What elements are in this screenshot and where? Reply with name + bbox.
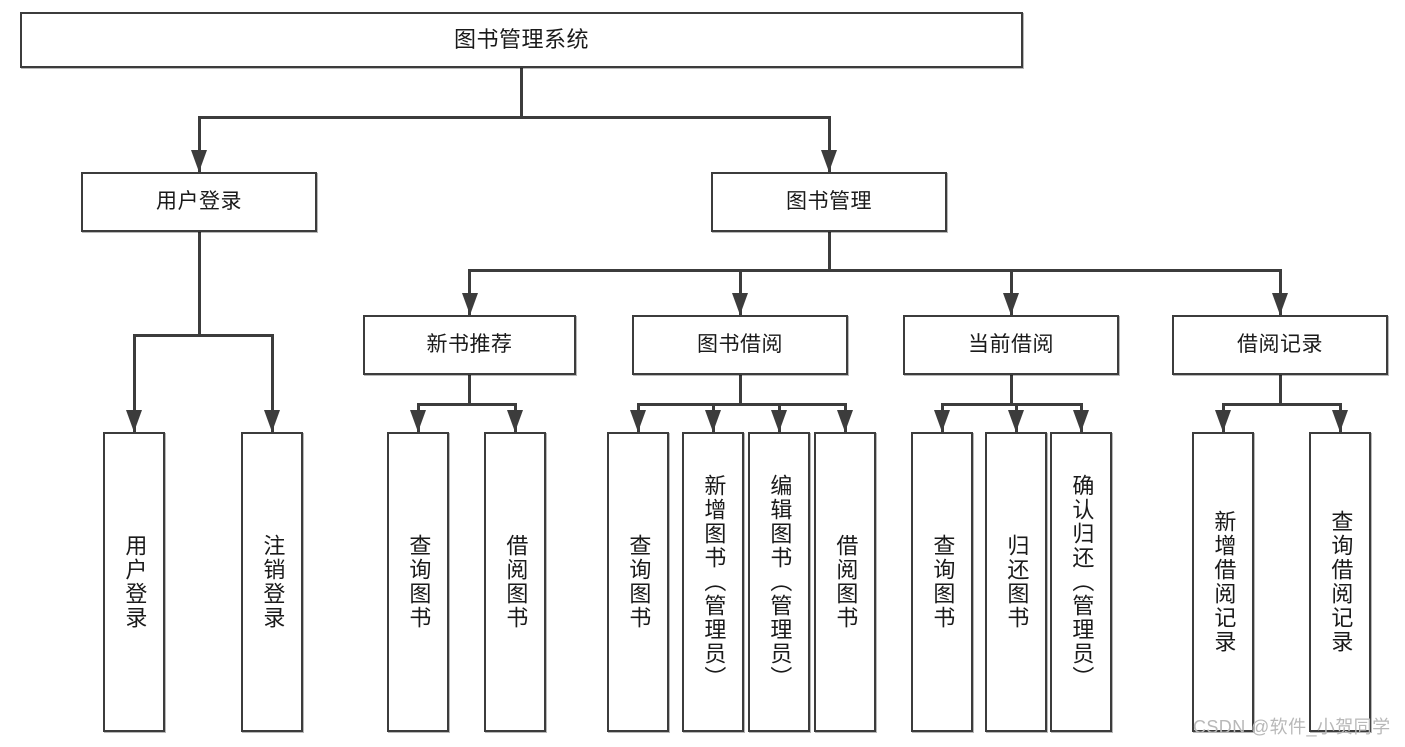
node-label: 归还图书 bbox=[1004, 534, 1030, 630]
csdn-watermark: CSDN @软件_小贺同学 bbox=[1193, 717, 1391, 737]
edge-drop-borrow-record bbox=[1278, 270, 1282, 315]
edge-stem-user-login bbox=[197, 232, 201, 335]
node-label: 图书管理系统 bbox=[453, 26, 589, 52]
edge-drop-book-borrow bbox=[738, 270, 742, 315]
node-book-mgmt[interactable]: 图书管理 bbox=[711, 172, 947, 232]
edge-stem-book-mgmt bbox=[827, 232, 831, 270]
node-borrow-record[interactable]: 借阅记录 bbox=[1172, 315, 1388, 375]
edge-bus-current-borrow bbox=[940, 402, 1083, 406]
node-root[interactable]: 图书管理系统 bbox=[20, 12, 1023, 68]
edge-drop-user-login bbox=[197, 117, 201, 172]
node-label: 用户登录 bbox=[122, 534, 148, 630]
node-leaf-user-logout[interactable]: 注销登录 bbox=[241, 432, 303, 732]
node-leaf-confirm-return[interactable]: 确认归还（管理员） bbox=[1050, 432, 1112, 732]
edge-stem-book-borrow bbox=[738, 375, 742, 404]
arrowhead-current-borrow bbox=[1003, 293, 1019, 315]
node-label: 查询借阅记录 bbox=[1328, 510, 1354, 654]
node-leaf-query-book-2[interactable]: 查询图书 bbox=[607, 432, 669, 732]
edge-drop-leaf-user-login bbox=[132, 335, 136, 432]
node-leaf-query-book-3[interactable]: 查询图书 bbox=[911, 432, 973, 732]
edge-bus-book-borrow bbox=[636, 402, 847, 406]
node-leaf-query-book-1[interactable]: 查询图书 bbox=[387, 432, 449, 732]
node-label: 注销登录 bbox=[260, 534, 286, 630]
node-leaf-add-book[interactable]: 新增图书（管理员） bbox=[682, 432, 744, 732]
arrowhead-leaf-query-book-2 bbox=[630, 410, 646, 432]
node-label: 借阅图书 bbox=[833, 534, 859, 630]
edge-stem-current-borrow bbox=[1009, 375, 1013, 404]
edge-stem-borrow-record bbox=[1278, 375, 1282, 404]
arrowhead-new-book-rec bbox=[461, 293, 478, 315]
node-label: 新增借阅记录 bbox=[1211, 510, 1237, 654]
node-book-borrow[interactable]: 图书借阅 bbox=[632, 315, 848, 375]
node-label: 新书推荐 bbox=[426, 333, 513, 357]
edge-drop-current-borrow bbox=[1009, 270, 1013, 315]
node-label: 查询图书 bbox=[930, 534, 956, 630]
arrowhead-borrow-record bbox=[1272, 293, 1288, 315]
node-new-book-rec[interactable]: 新书推荐 bbox=[363, 315, 576, 375]
edge-bus-book-mgmt bbox=[468, 268, 1282, 272]
node-current-borrow[interactable]: 当前借阅 bbox=[903, 315, 1119, 375]
node-label: 借阅记录 bbox=[1237, 333, 1323, 357]
node-label: 借阅图书 bbox=[503, 534, 529, 630]
arrowhead-user-login bbox=[191, 150, 207, 172]
node-label: 用户登录 bbox=[156, 190, 242, 214]
node-leaf-add-record[interactable]: 新增借阅记录 bbox=[1192, 432, 1254, 732]
node-label: 查询图书 bbox=[406, 534, 432, 630]
node-label: 图书借阅 bbox=[697, 333, 783, 357]
edge-stem-new-book-rec bbox=[468, 375, 471, 404]
arrowhead-leaf-edit-book bbox=[771, 410, 787, 432]
edge-bus-root bbox=[197, 115, 831, 119]
node-leaf-query-record[interactable]: 查询借阅记录 bbox=[1309, 432, 1371, 732]
edge-stem-root bbox=[520, 68, 523, 117]
arrowhead-leaf-add-book bbox=[705, 410, 721, 432]
arrowhead-leaf-confirm-return bbox=[1073, 410, 1089, 432]
arrowhead-leaf-user-login bbox=[126, 410, 142, 432]
node-leaf-user-login[interactable]: 用户登录 bbox=[103, 432, 165, 732]
edge-drop-new-book-rec bbox=[468, 270, 471, 315]
node-leaf-borrow-book-1[interactable]: 借阅图书 bbox=[484, 432, 546, 732]
node-label: 查询图书 bbox=[626, 534, 652, 630]
arrowhead-leaf-query-book-3 bbox=[934, 410, 950, 432]
edge-bus-borrow-record bbox=[1221, 402, 1342, 406]
arrowhead-leaf-borrow-book-1 bbox=[507, 410, 523, 432]
edge-drop-book-mgmt bbox=[827, 117, 831, 172]
node-label: 编辑图书（管理员） bbox=[767, 474, 793, 690]
node-label: 确认归还（管理员） bbox=[1069, 474, 1095, 690]
arrowhead-leaf-add-record bbox=[1215, 410, 1231, 432]
edge-drop-leaf-user-logout bbox=[270, 335, 274, 432]
arrowhead-leaf-query-record bbox=[1332, 410, 1348, 432]
node-leaf-return-book[interactable]: 归还图书 bbox=[985, 432, 1047, 732]
arrowhead-leaf-user-logout bbox=[264, 410, 280, 432]
arrowhead-book-mgmt bbox=[821, 150, 837, 172]
node-label: 当前借阅 bbox=[968, 333, 1054, 357]
node-user-login[interactable]: 用户登录 bbox=[81, 172, 317, 232]
node-label: 图书管理 bbox=[786, 190, 872, 214]
node-label: 新增图书（管理员） bbox=[701, 474, 727, 690]
edge-bus-new-book-rec bbox=[416, 402, 517, 406]
arrowhead-leaf-borrow-book-2 bbox=[837, 410, 853, 432]
node-leaf-borrow-book-2[interactable]: 借阅图书 bbox=[814, 432, 876, 732]
edge-bus-user-login bbox=[132, 333, 274, 337]
arrowhead-book-borrow bbox=[732, 293, 748, 315]
node-leaf-edit-book[interactable]: 编辑图书（管理员） bbox=[748, 432, 810, 732]
arrowhead-leaf-query-book-1 bbox=[410, 410, 426, 432]
arrowhead-leaf-return-book bbox=[1008, 410, 1024, 432]
